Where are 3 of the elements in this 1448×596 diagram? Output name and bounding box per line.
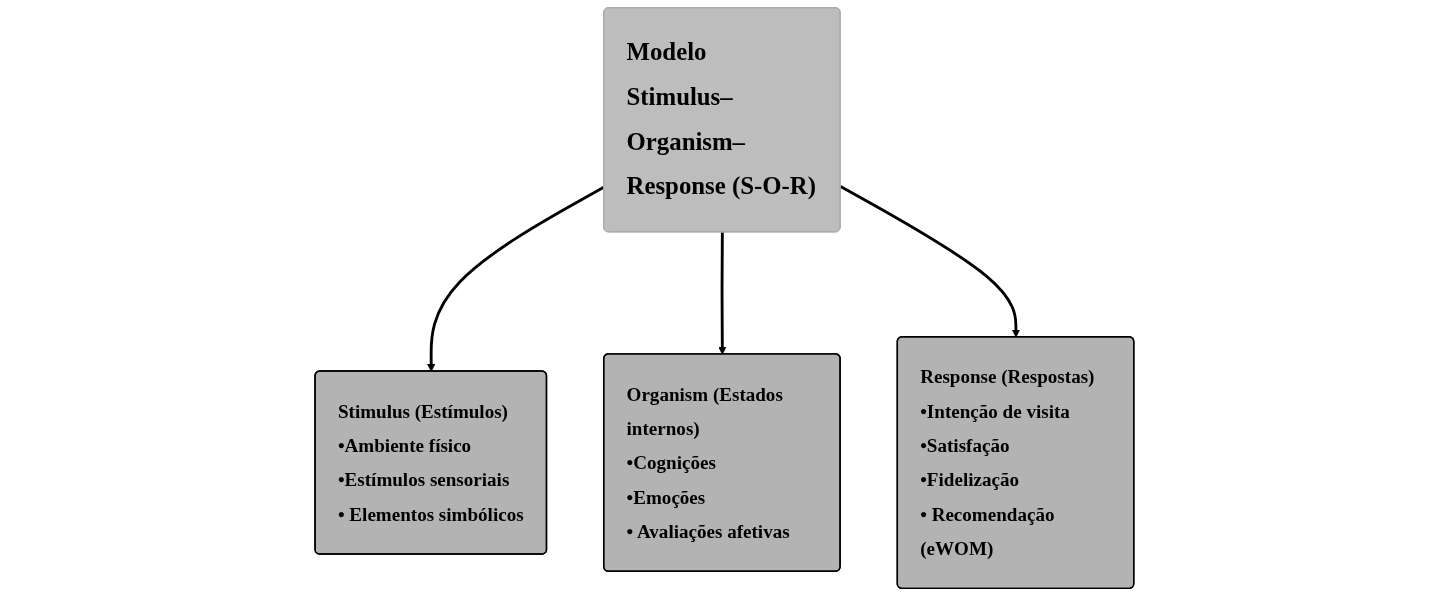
arrow (717, 232, 727, 355)
arrow (839, 185, 1020, 338)
arrow (426, 185, 605, 372)
